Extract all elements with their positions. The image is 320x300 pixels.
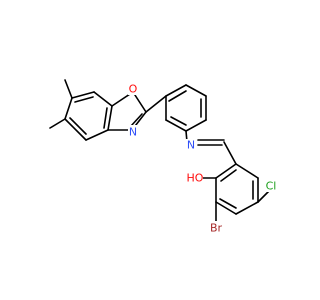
bond-o3-inner <box>130 113 143 127</box>
atom-oxazole-nitrogen: N <box>128 125 139 139</box>
bond-o2 <box>132 91 147 113</box>
bond-p5-inner <box>170 116 187 126</box>
bond-p1 <box>165 84 187 97</box>
molecule-diagram: O N N HO Cl Br <box>49 79 279 235</box>
bond-methyl-2 <box>49 118 66 129</box>
bond-p5 <box>165 119 187 132</box>
bonds <box>49 79 271 223</box>
atom-label-br: Br <box>210 222 223 235</box>
bond-r1 <box>235 163 259 179</box>
bond-b2 <box>93 91 113 107</box>
bond-b1 <box>71 91 95 99</box>
bond-r3 <box>235 201 259 215</box>
bond-b3-inner <box>103 107 108 129</box>
bond-b3 <box>107 105 113 131</box>
bond-b5 <box>64 118 87 141</box>
atom-imine-nitrogen: N <box>186 139 197 152</box>
bond-r4 <box>215 201 237 215</box>
bond-r6 <box>215 163 237 179</box>
atom-bromine: Br <box>208 221 224 235</box>
bond-methyl-1 <box>64 79 73 99</box>
bond-b6 <box>64 97 73 120</box>
atom-label-cl: Cl <box>266 180 277 193</box>
bond-b1-inner <box>74 96 94 103</box>
atom-label-ho: HO <box>187 172 204 185</box>
atom-oxazole-oxygen: O <box>128 82 139 96</box>
bond-p2 <box>185 84 207 97</box>
bond-r4-inner <box>219 198 237 209</box>
atom-label-imine-n: N <box>187 139 195 152</box>
bond-p4 <box>185 119 207 132</box>
bond-link-3 <box>223 141 237 165</box>
atom-chlorine: Cl <box>264 179 279 193</box>
bond-p1-inner <box>168 90 187 102</box>
bond-link-1 <box>145 95 167 113</box>
atom-hydroxyl: HO <box>187 172 204 185</box>
bond-b4 <box>85 129 109 141</box>
bond-b5-inner <box>69 117 87 135</box>
atom-label-oxazole-o: O <box>129 83 138 96</box>
bond-r6-inner <box>220 169 237 182</box>
atom-labels: O N N HO Cl Br <box>128 82 279 235</box>
atom-label-oxazole-n: N <box>129 126 137 139</box>
